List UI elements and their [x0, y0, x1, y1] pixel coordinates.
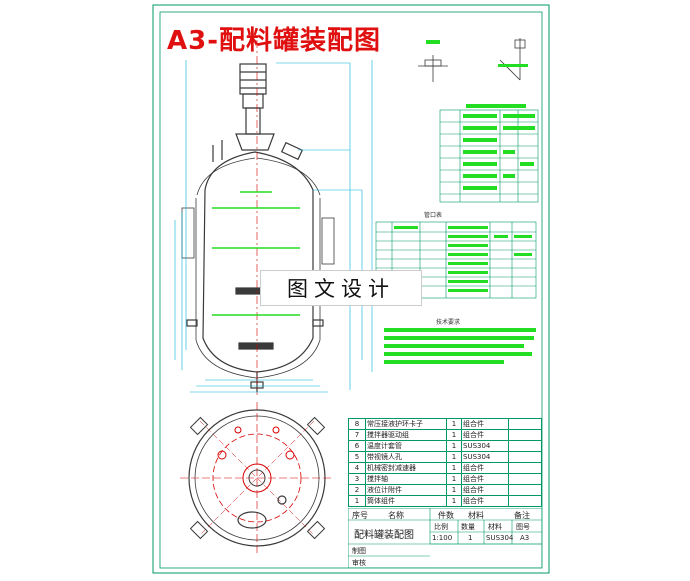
bom-cell-remark — [508, 462, 542, 474]
bom-cell-remark — [508, 484, 542, 496]
vessel-front-view — [181, 63, 335, 392]
bom-cell-no: 6 — [348, 440, 366, 452]
notes-title: 技术要求 — [436, 318, 460, 326]
material-label: 材料 — [488, 523, 502, 531]
figno-value: A3 — [520, 534, 530, 542]
bom-cell-material: 组合件 — [461, 429, 509, 441]
bom-cell-qty: 1 — [446, 451, 462, 463]
scale-value: 1:100 — [432, 534, 453, 542]
bom-cell-qty: 1 — [446, 495, 462, 507]
bom-cell-name: 常压接液护环卡子 — [365, 418, 447, 430]
bom-cell-remark — [508, 495, 542, 507]
drawing-name: 配料罐装配图 — [354, 530, 414, 541]
drawn-label: 制图 — [352, 547, 366, 555]
detail-views — [418, 38, 528, 82]
highlight-marks — [212, 191, 300, 316]
checked-label: 审核 — [352, 559, 366, 567]
vessel-top-view — [180, 402, 334, 555]
bom-cell-qty: 1 — [446, 473, 462, 485]
bom-cell-no: 2 — [348, 484, 366, 496]
bom-cell-name: 搅拌器驱动组 — [365, 429, 447, 441]
bom-header-material: 材料 — [468, 511, 484, 520]
bom-cell-qty: 1 — [446, 462, 462, 474]
bom-cell-material: 组合件 — [461, 418, 509, 430]
bom-cell-material: 组合件 — [461, 473, 509, 485]
bom-cell-remark — [508, 440, 542, 452]
bom-cell-remark — [508, 473, 542, 485]
bom-cell-material: 组合件 — [461, 484, 509, 496]
qty-value: 1 — [468, 534, 473, 542]
nozzle-table-fills — [394, 226, 532, 292]
bom-header-no: 序号 — [352, 511, 368, 520]
bom-cell-no: 7 — [348, 429, 366, 441]
bom-cell-material: SUS304 — [461, 440, 509, 452]
bom-cell-remark — [508, 429, 542, 441]
scale-label: 比例 — [434, 523, 448, 531]
bom-cell-name: 带视镜人孔 — [365, 451, 447, 463]
inner-frame — [159, 11, 543, 569]
material-value: SUS304 — [486, 534, 514, 542]
bom-header-remark: 备注 — [514, 511, 530, 520]
bom-cell-no: 8 — [348, 418, 366, 430]
bom-cell-remark — [508, 451, 542, 463]
bom-cell-qty: 1 — [446, 484, 462, 496]
bom-cell-name: 液位计附件 — [365, 484, 447, 496]
bom-cell-qty: 1 — [446, 418, 462, 430]
bom-cell-material: 组合件 — [461, 462, 509, 474]
bom-cell-qty: 1 — [446, 429, 462, 441]
bom-header-name: 名称 — [388, 511, 404, 520]
spec-table-fills — [463, 104, 535, 190]
bom-cell-qty: 1 — [446, 440, 462, 452]
technical-notes — [384, 328, 536, 364]
bom-cell-name: 筒体组件 — [365, 495, 447, 507]
dimension-lines — [174, 60, 373, 393]
watermark-text: 图文设计 — [287, 277, 395, 301]
nozzle-table-title: 管口表 — [424, 211, 442, 219]
bom-cell-name: 温度计套管 — [365, 440, 447, 452]
outer-frame — [152, 4, 550, 574]
bom-cell-name: 搅拌轴 — [365, 473, 447, 485]
bom-cell-name: 机械密封减速器 — [365, 462, 447, 474]
figno-label: 图号 — [516, 523, 530, 531]
drawing-title: A3-配料罐装配图 — [167, 26, 382, 56]
title-block: 序号 名称 件数 材料 备注 配料罐装配图 比例 数量 材料 图号 1:100 … — [348, 508, 542, 568]
bom-cell-remark — [508, 418, 542, 430]
bom-cell-no: 1 — [348, 495, 366, 507]
qty-label: 数量 — [461, 523, 475, 531]
bom-cell-material: SUS304 — [461, 451, 509, 463]
bom-header-qty: 件数 — [438, 511, 454, 520]
nozzle-table — [375, 221, 537, 299]
watermark-label: 图文设计 — [260, 270, 422, 306]
bom-cell-material: 组合件 — [461, 495, 509, 507]
bom-cell-no: 5 — [348, 451, 366, 463]
spec-table — [439, 109, 539, 203]
bom-cell-no: 3 — [348, 473, 366, 485]
bom-cell-no: 4 — [348, 462, 366, 474]
